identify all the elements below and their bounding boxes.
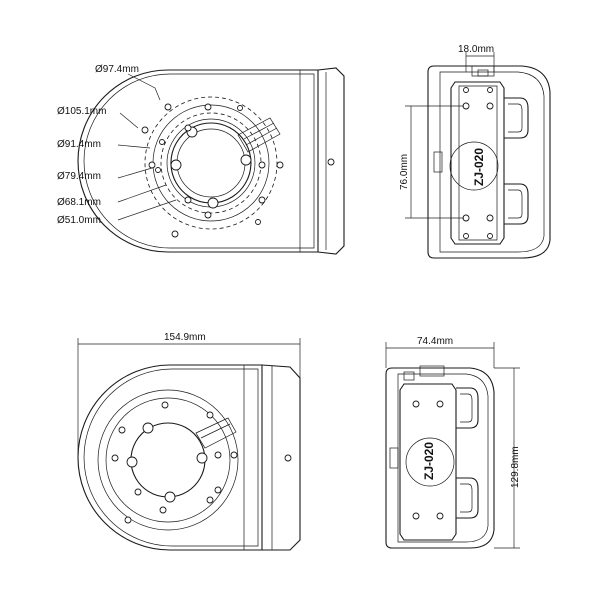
diameter-91-label: Ø91.4mm — [57, 139, 101, 150]
diameter-51-label: Ø51.0mm — [57, 215, 101, 226]
diameter-105-label: Ø105.1mm — [57, 106, 106, 117]
width-label: 74.4mm — [417, 336, 453, 347]
height-label: 129.8mm — [510, 446, 521, 488]
length-label: 154.9mm — [164, 332, 206, 343]
diameter-79-label: Ø79.4mm — [57, 171, 101, 182]
front-view-bottom: 154.9mm — [77, 332, 301, 551]
hole-spacing-label: 76.0mm — [399, 154, 410, 190]
top-width-label: 18.0mm — [458, 44, 494, 55]
front-view-top: Ø97.4mm Ø105.1mm Ø91.4mm Ø79.4mm Ø68.1mm… — [57, 64, 345, 255]
diameter-97-label: Ø97.4mm — [95, 64, 139, 75]
back-view-bottom: ZJ-020 74.4mm 129.8mm — [385, 336, 521, 549]
diameter-68-label: Ø68.1mm — [57, 197, 101, 208]
back-view-top: 18.0mm 76.0mm ZJ-020 — [399, 44, 551, 259]
model-mark-bottom: ZJ-020 — [422, 442, 436, 480]
model-mark-top: ZJ-020 — [472, 148, 486, 186]
